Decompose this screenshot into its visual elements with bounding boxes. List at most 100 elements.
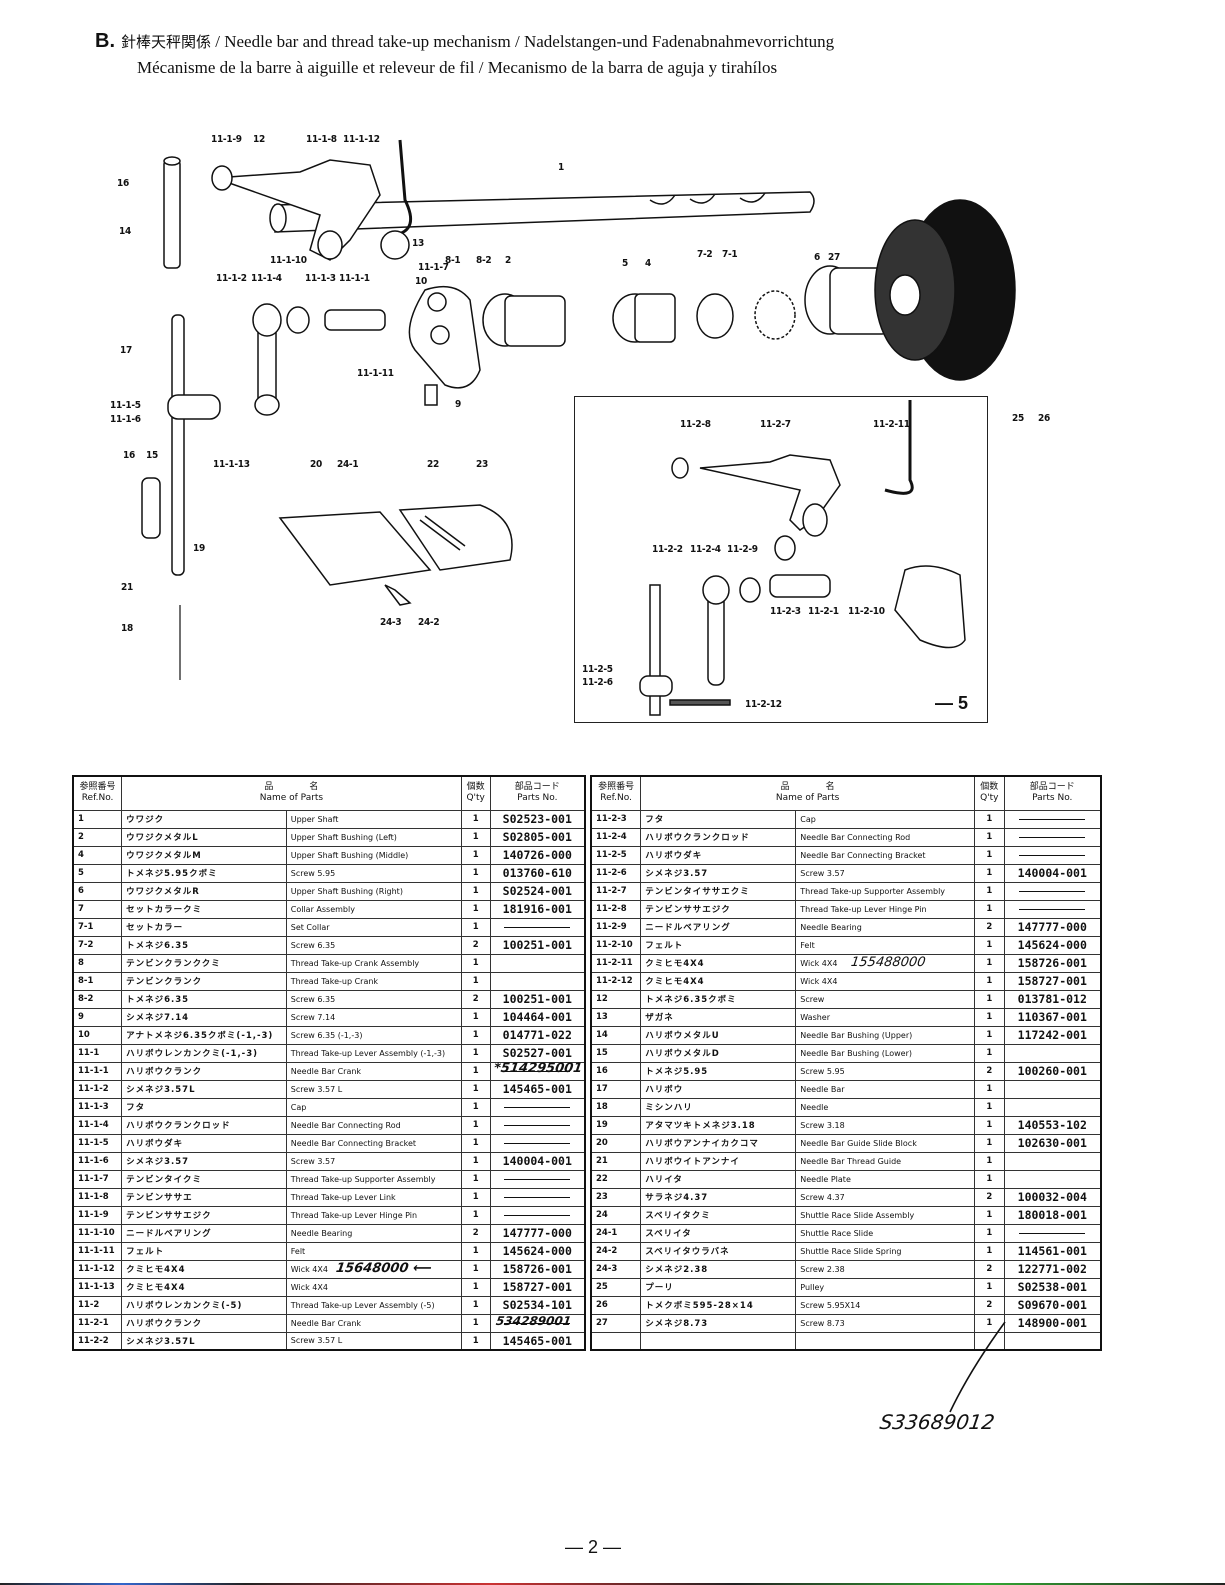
parts-no-cell: 145465-001 — [489, 1079, 586, 1099]
ref-no-cell: 11-1-4 — [72, 1115, 123, 1135]
parts-no-cell — [1003, 1151, 1102, 1171]
parts-no-cell — [1003, 1043, 1102, 1063]
quantity-cell: 1 — [974, 971, 1005, 991]
japanese-name-cell-text: トメネジ6.35 — [126, 995, 190, 1005]
quantity-cell-text: 1 — [986, 1084, 993, 1094]
parts-no-cell: S02523-001 — [489, 809, 586, 829]
quantity-cell: 1 — [460, 1241, 491, 1261]
english-name-cell: Thread Take-up Lever Assembly (-5) — [285, 1295, 462, 1315]
quantity-cell-text: 2 — [986, 1264, 993, 1274]
ref-no-cell-text: 27 — [596, 1318, 608, 1328]
callout-label: 6 — [814, 252, 820, 263]
parts-no-cell — [489, 1187, 586, 1207]
parts-no-cell: 102630-001 — [1003, 1133, 1102, 1153]
parts-no-cell: 147777-000 — [1003, 917, 1102, 937]
parts-no-cell-text: 104464-001 — [502, 1010, 572, 1024]
table-row — [590, 1331, 1102, 1351]
ref-no-cell-text: 11-1-6 — [78, 1156, 109, 1166]
english-name-cell: Felt — [795, 935, 976, 955]
parts-no-cell — [489, 953, 586, 973]
ref-no-cell-text: 11-1-2 — [78, 1084, 109, 1094]
inset-callout-label: 11-2-5 — [582, 664, 613, 675]
header-ref-jp: 参照番号 — [79, 782, 116, 793]
callout-label: 5 — [622, 258, 628, 269]
english-name-cell-text: Needle Bar Crank — [290, 1066, 362, 1076]
english-name-cell: Shuttle Race Slide — [795, 1223, 976, 1243]
ref-no-cell: 11-2-11 — [590, 953, 642, 973]
header-ref-en: Ref.No. — [600, 793, 632, 804]
header-qty-en: Q'ty — [980, 793, 999, 804]
japanese-name-cell-text: ニードルベアリング — [126, 1229, 212, 1239]
ref-no-cell-text: 21 — [596, 1156, 608, 1166]
parts-no-cell-text: 014771-022 — [502, 1028, 572, 1042]
ref-no-cell: 11-1-9 — [72, 1205, 123, 1225]
parts-no-cell — [1003, 845, 1102, 865]
japanese-name-cell: フタ — [121, 1097, 287, 1117]
ref-no-cell: 19 — [590, 1115, 642, 1135]
parts-no-cell — [1003, 827, 1102, 847]
parts-no-cell-text: S02538-001 — [1017, 1280, 1087, 1294]
japanese-name-cell-text: テンビンササエ — [126, 1193, 193, 1203]
callout-label: 11-1-3 — [305, 273, 336, 284]
english-name-cell: Wick 4X4 — [795, 971, 976, 991]
parts-no-cell-text: S02527-001 — [502, 1046, 572, 1060]
english-name-cell-text: Screw 3.18 — [800, 1120, 845, 1130]
english-name-cell-text: Screw 3.57 — [800, 868, 845, 878]
quantity-cell: 1 — [460, 1151, 491, 1171]
ref-no-cell-text: 7-2 — [78, 940, 94, 950]
parts-no-cell — [1003, 899, 1102, 919]
parts-no-cell-text: 145465-001 — [502, 1082, 572, 1096]
parts-no-cell-text: 013760-610 — [502, 866, 572, 880]
english-name-cell-text: Needle Bar Connecting Bracket — [290, 1138, 417, 1148]
inset-callout-label: 11-2-11 — [873, 419, 910, 430]
callout-label: 18 — [121, 623, 133, 634]
quantity-cell-text: 1 — [986, 832, 993, 842]
ref-no-cell-text: 11-2-7 — [596, 886, 627, 896]
ref-no-cell-text: 25 — [596, 1282, 608, 1292]
english-name-cell: Cap — [285, 1097, 462, 1117]
japanese-name-cell-text: テンビンササエジク — [645, 905, 731, 915]
japanese-name-cell-text: ハリボウメタルU — [645, 1031, 720, 1041]
parts-no-cell: 100260-001 — [1003, 1061, 1102, 1081]
ref-no-cell-text: 26 — [596, 1300, 608, 1310]
quantity-cell-text: 1 — [472, 1210, 479, 1220]
japanese-name-cell: クミヒモ4X4 — [640, 953, 797, 973]
parts-no-cell — [1003, 809, 1102, 829]
ref-no-cell-text: 11-2-11 — [596, 958, 633, 968]
parts-no-cell — [489, 1115, 586, 1135]
callout-label: 25 — [1012, 413, 1024, 424]
quantity-cell-text: 1 — [472, 1102, 479, 1112]
inset-callout-label: 11-2-12 — [745, 699, 782, 710]
callout-label: 14 — [119, 226, 131, 237]
parts-no-cell-text: 100251-001 — [502, 992, 572, 1006]
quantity-cell: 1 — [460, 1115, 491, 1135]
japanese-name-cell: フタ — [640, 809, 797, 829]
japanese-name-cell-text: ウワジクメタルR — [126, 887, 200, 897]
english-name-cell: Wick 4X4 — [285, 1277, 462, 1297]
japanese-name-cell: アタマツキトメネジ3.18 — [640, 1115, 797, 1135]
japanese-name-cell-text: ハリボウレンカンクミ(-5) — [126, 1301, 243, 1311]
quantity-cell: 1 — [460, 809, 491, 829]
english-name-cell-text: Collar Assembly — [290, 904, 355, 914]
quantity-cell: 1 — [460, 845, 491, 865]
header-ref-jp: 参照番号 — [598, 782, 635, 793]
english-name-cell: Needle Bar Thread Guide — [795, 1151, 976, 1171]
header-ref-en: Ref.No. — [81, 793, 114, 804]
quantity-cell-text: 1 — [472, 1318, 479, 1328]
ref-no-cell-text: 11-1-1 — [78, 1066, 109, 1076]
japanese-name-cell-text: サラネジ4.37 — [645, 1193, 709, 1203]
no-part-number-line — [504, 1143, 571, 1144]
no-part-number-line — [504, 1215, 571, 1216]
